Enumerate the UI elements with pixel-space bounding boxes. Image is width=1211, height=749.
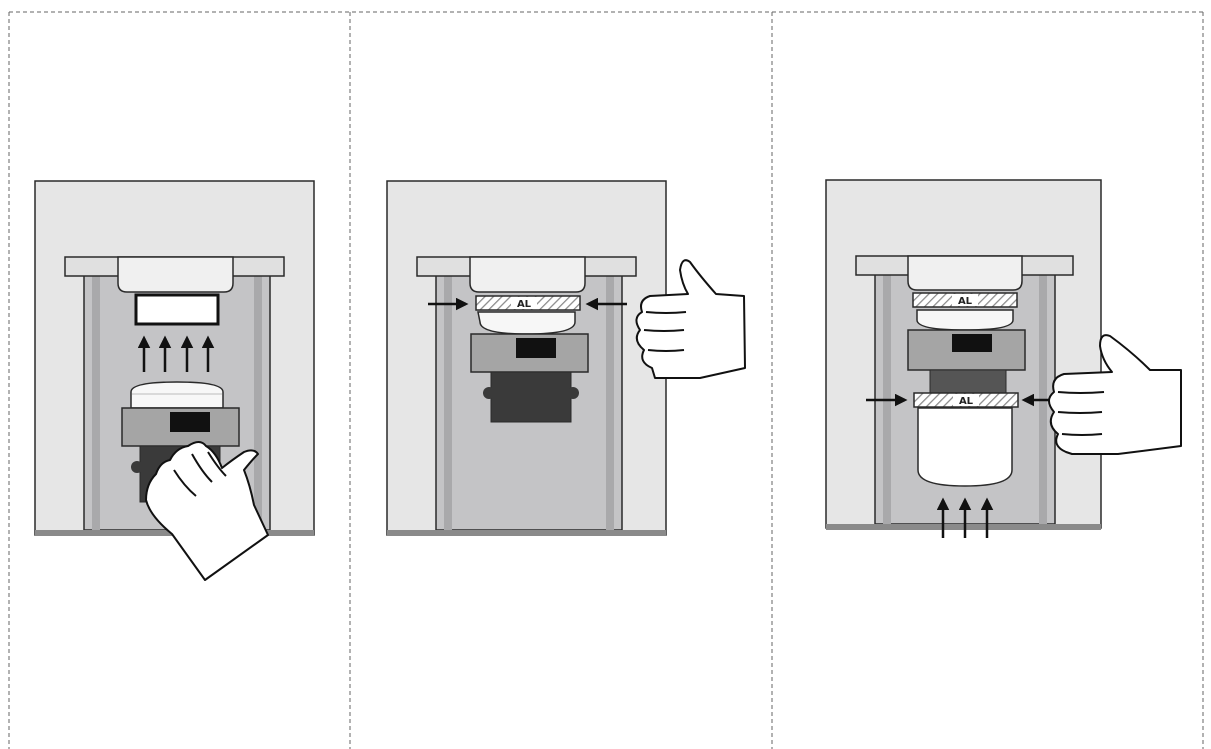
water-filter: [907, 309, 1026, 487]
water-filter: [470, 311, 589, 423]
svg-text:AL: AL: [958, 296, 973, 307]
filter-head: [64, 256, 285, 293]
panel-dividers: [8, 11, 1204, 749]
pushing-hand: [145, 441, 269, 581]
up-arrows: [936, 497, 994, 538]
alignment-mark-al-top: AL: [912, 292, 1018, 308]
thumbs-up-hand: [1048, 334, 1182, 455]
alignment-mark-al: AL: [475, 295, 581, 311]
step-2-panel: AL: [386, 180, 746, 536]
filter-head: [855, 255, 1074, 291]
thumbs-up-hand: [635, 259, 746, 379]
up-arrows: [137, 335, 215, 372]
alignment-mark-al-bottom: AL: [913, 392, 1019, 408]
step-3-panel: AL AL: [825, 179, 1182, 538]
filter-head: [416, 256, 637, 293]
svg-text:AL: AL: [959, 396, 974, 407]
svg-text:AL: AL: [517, 299, 532, 310]
filter-port-outline: [134, 293, 220, 326]
step-1-panel: [34, 180, 315, 581]
